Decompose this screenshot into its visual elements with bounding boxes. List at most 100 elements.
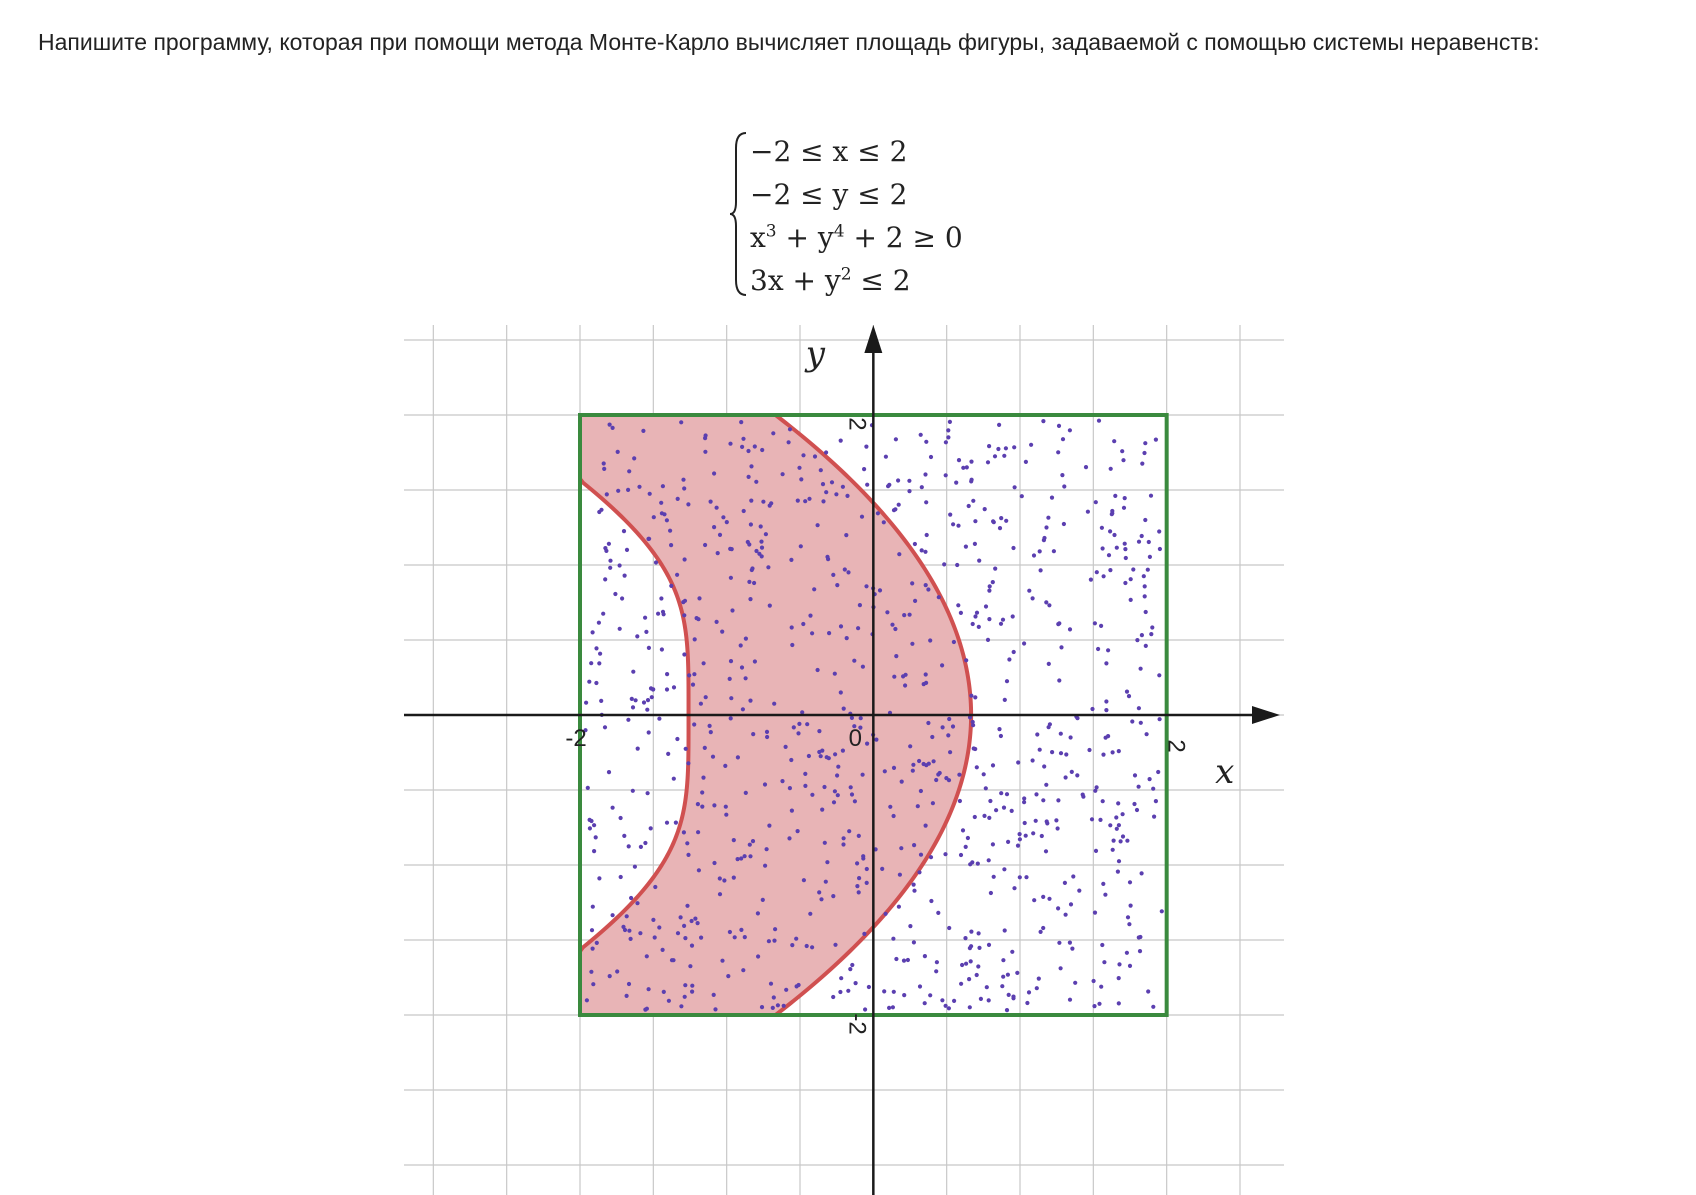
random-point: [756, 954, 761, 959]
random-point: [893, 437, 898, 442]
random-point: [951, 522, 956, 527]
random-point: [967, 977, 972, 982]
random-point: [1110, 847, 1115, 852]
random-point: [1037, 549, 1042, 554]
random-point: [604, 492, 609, 497]
random-point: [1002, 697, 1007, 702]
random-point: [766, 939, 771, 944]
random-point: [1017, 837, 1023, 842]
random-point: [985, 637, 991, 642]
random-point: [1057, 678, 1062, 683]
random-point: [635, 634, 640, 639]
random-point: [748, 597, 753, 602]
random-point: [997, 526, 1003, 531]
random-point: [1098, 817, 1103, 822]
random-point: [967, 1005, 972, 1010]
random-point: [735, 755, 740, 760]
random-point: [780, 472, 785, 477]
random-point: [768, 981, 774, 986]
random-point: [803, 499, 808, 504]
random-point: [610, 805, 615, 810]
random-point: [844, 636, 849, 641]
random-point: [1137, 949, 1143, 954]
random-point: [630, 788, 635, 793]
random-point: [764, 847, 769, 852]
random-point: [888, 804, 893, 809]
random-point: [741, 968, 746, 973]
random-point: [1055, 826, 1060, 831]
random-point: [1138, 666, 1143, 671]
random-point: [1147, 554, 1152, 559]
random-point: [1124, 689, 1130, 694]
random-point: [1153, 437, 1158, 442]
random-point: [918, 852, 924, 857]
random-point: [1027, 588, 1032, 593]
random-point: [584, 700, 589, 705]
random-point: [638, 844, 643, 850]
random-point: [1104, 708, 1109, 713]
random-point: [1093, 500, 1098, 505]
random-point: [887, 482, 892, 487]
random-point: [681, 477, 686, 482]
random-point: [1042, 764, 1047, 769]
random-point: [825, 860, 830, 865]
random-point: [1123, 555, 1128, 561]
random-point: [740, 707, 745, 712]
random-point: [610, 913, 615, 918]
random-point: [958, 610, 964, 615]
random-point: [1073, 980, 1078, 985]
random-point: [746, 448, 751, 454]
random-point: [835, 773, 840, 778]
random-point: [840, 748, 845, 753]
random-point: [936, 910, 941, 916]
random-point: [763, 532, 768, 537]
random-point: [857, 876, 862, 881]
random-point: [1006, 839, 1011, 845]
y-axis-arrow: [864, 325, 883, 353]
random-point: [902, 993, 907, 998]
random-point: [1108, 529, 1113, 534]
random-point: [896, 502, 901, 507]
random-point: [1157, 546, 1162, 552]
random-point: [673, 820, 678, 825]
random-point: [801, 453, 806, 458]
random-point: [808, 911, 813, 916]
random-point: [743, 636, 748, 641]
random-point: [1120, 834, 1126, 839]
random-point: [720, 958, 725, 963]
random-point: [618, 874, 623, 880]
random-point: [682, 613, 687, 618]
random-point: [924, 439, 929, 444]
random-point: [968, 959, 973, 964]
random-point: [986, 942, 992, 948]
random-point: [727, 929, 732, 935]
random-point: [1003, 446, 1009, 451]
random-point: [901, 958, 907, 963]
random-point: [1046, 661, 1051, 666]
random-point: [765, 734, 770, 740]
random-point: [974, 972, 979, 978]
random-point: [919, 485, 924, 490]
random-point: [896, 904, 901, 909]
random-point: [891, 813, 896, 819]
random-point: [682, 557, 687, 562]
random-point: [838, 989, 843, 995]
y-axis-label: y: [804, 334, 826, 374]
random-point: [1100, 546, 1105, 551]
random-point: [899, 846, 904, 851]
random-point: [682, 598, 688, 603]
random-point: [1144, 732, 1149, 737]
random-point: [1023, 459, 1028, 464]
random-point: [755, 911, 760, 916]
random-point: [961, 465, 966, 470]
random-point: [1132, 773, 1138, 778]
random-point: [589, 818, 594, 824]
random-point: [603, 546, 608, 551]
random-point: [700, 790, 705, 795]
random-point: [652, 935, 657, 940]
random-point: [835, 583, 840, 588]
random-point: [789, 757, 794, 763]
random-point: [772, 938, 777, 943]
random-point: [942, 562, 947, 567]
random-point: [847, 829, 852, 834]
